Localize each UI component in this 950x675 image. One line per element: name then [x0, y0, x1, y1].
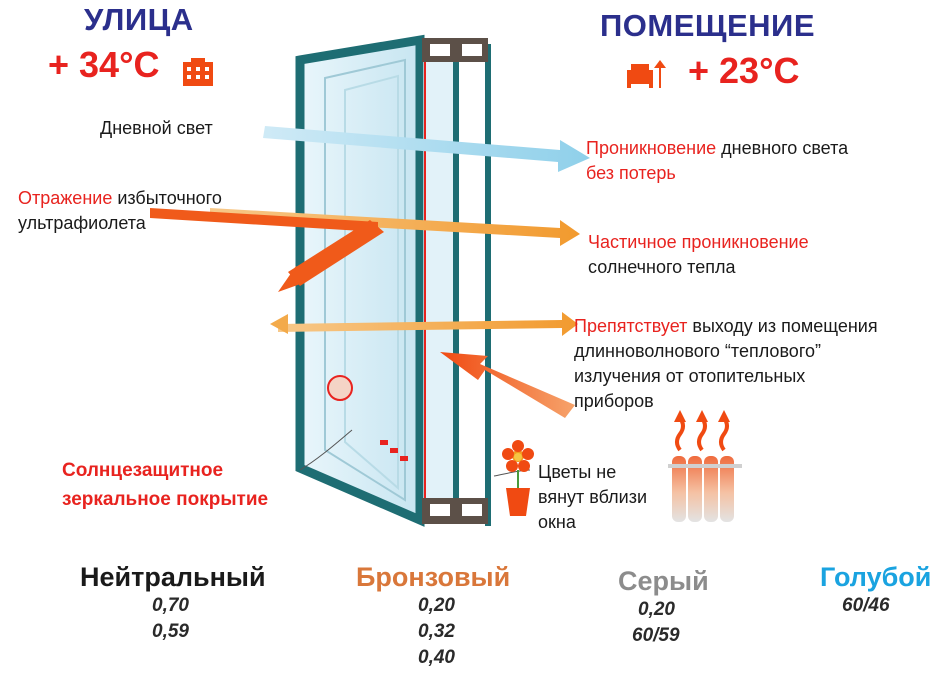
partial-label: Частичное проникновение солнечного тепла	[588, 230, 809, 280]
tint-name-bronze: Бронзовый	[356, 562, 511, 592]
tint-name-blue: Голубой	[820, 562, 932, 592]
coating-label: Солнцезащитное зеркальное покрытие	[62, 456, 268, 514]
coating-line1: Солнцезащитное	[62, 460, 224, 481]
tint-value: 0,40	[418, 647, 455, 668]
uv-reflection-arrow	[150, 208, 384, 292]
coating-marks	[380, 440, 408, 461]
uv-label-red: Отражение	[18, 188, 113, 208]
inside-title: ПОМЕЩЕНИЕ	[600, 8, 816, 43]
outside-temperature: + 34°C	[48, 44, 160, 85]
uv-label-rest: избыточного	[112, 188, 222, 208]
uv-label: Отражение избыточного ультрафиолета	[18, 186, 222, 236]
tint-value: 60/46	[842, 595, 890, 616]
flowers-label: Цветы не вянут вблизи окна	[538, 460, 647, 535]
flower-pot-icon	[502, 440, 534, 516]
penetration-label: Проникновение дневного света без потерь	[586, 136, 848, 186]
partial-red: Частичное проникновение	[588, 232, 809, 252]
tint-name-grey: Серый	[618, 566, 709, 596]
daylight-label: Дневной свет	[100, 118, 213, 138]
daylight-arrow	[263, 126, 590, 172]
uv-label-line2: ультрафиолета	[18, 213, 146, 233]
building-icon	[183, 58, 213, 86]
coating-line2: зеркальное покрытие	[62, 489, 269, 510]
tint-value: 0,32	[418, 621, 455, 642]
tint-value: 0,70	[152, 595, 189, 616]
prevents-red: Препятствует	[574, 316, 688, 336]
prevents-rest-4: приборов	[574, 391, 654, 411]
window-unit	[295, 34, 491, 527]
penetration-red-2: без потерь	[586, 163, 676, 183]
tint-value: 60/59	[632, 625, 680, 646]
heat-return-arrow	[270, 314, 288, 334]
tint-name-neutral: Нейтральный	[80, 562, 266, 592]
radiator-heat-arrow	[440, 352, 575, 418]
prevents-rest-1: выходу из помещения	[687, 316, 878, 336]
tint-value: 0,20	[638, 599, 675, 620]
coating-leader	[299, 429, 353, 471]
prevents-label: Препятствует выходу из помещения длиннов…	[574, 314, 878, 414]
tint-blue: Голубой 60/46	[820, 562, 931, 619]
partial-rest: солнечного тепла	[588, 257, 736, 277]
tint-bronze: Бронзовый 0,20 0,32 0,40	[356, 562, 510, 671]
sofa-lamp-icon	[627, 60, 666, 88]
outside-title: УЛИЦА	[84, 2, 194, 37]
heat-arrows-icon	[674, 410, 730, 452]
flowers-line1: Цветы не	[538, 462, 617, 482]
inside-temperature: + 23°C	[688, 50, 800, 91]
sticker	[327, 375, 353, 401]
tint-value: 0,59	[152, 621, 189, 642]
outer-pane	[295, 34, 425, 527]
penetration-red: Проникновение	[586, 138, 717, 158]
radiator-icon	[668, 456, 742, 522]
tint-grey: Серый 0,20 60/59	[618, 566, 709, 649]
flowers-line3: окна	[538, 512, 576, 532]
prevents-rest-3: излучения от отопительных	[574, 366, 806, 386]
flowers-line2: вянут вблизи	[538, 487, 648, 507]
tint-value: 0,20	[418, 595, 455, 616]
prevents-rest-2: длинноволнового “теплового”	[574, 341, 821, 361]
penetration-rest: дневного света	[716, 138, 849, 158]
tint-neutral: Нейтральный 0,70 0,59	[80, 562, 266, 645]
heat-blocking-arrow	[278, 312, 578, 336]
